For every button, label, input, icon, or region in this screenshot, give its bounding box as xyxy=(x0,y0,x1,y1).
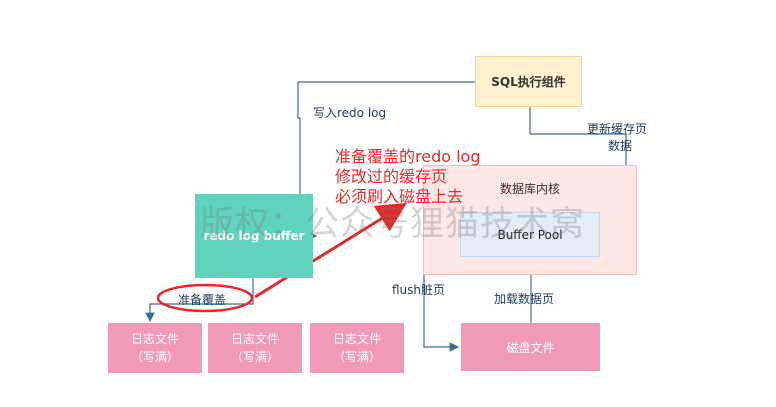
annotation-line: 必须刷入磁盘上去 xyxy=(335,187,464,206)
sql-component-label: SQL执行组件 xyxy=(491,75,566,89)
log-file-label: 日志文件 xyxy=(332,332,381,346)
prepare-overwrite-label: 准备覆盖 xyxy=(178,293,227,307)
write-redo-label: 写入redo log xyxy=(313,106,387,120)
annotation-line: 准备覆盖的redo log xyxy=(335,147,481,166)
sql-component-box: SQL执行组件 xyxy=(475,56,582,107)
log-file-box: 日志文件 （写满） xyxy=(108,323,202,373)
log-file-status: （写满） xyxy=(130,350,179,364)
load-label: 加载数据页 xyxy=(494,292,555,306)
edge-buffer-to-log xyxy=(145,278,254,323)
log-file-status: （写满） xyxy=(230,350,279,364)
log-file-box: 日志文件 （写满） xyxy=(310,323,404,373)
log-file-label: 日志文件 xyxy=(130,332,179,346)
flush-label: flush脏页 xyxy=(392,283,446,297)
kernel-label: 数据库内核 xyxy=(499,182,560,196)
update-cache-label: 更新缓存页 xyxy=(587,122,648,136)
disk-file-label: 磁盘文件 xyxy=(506,340,555,355)
redo-log-buffer-label: redo log buffer xyxy=(203,229,305,243)
disk-file-box: 磁盘文件 xyxy=(461,323,600,371)
buffer-pool-label: Buffer Pool xyxy=(497,227,563,242)
log-file-label: 日志文件 xyxy=(230,332,279,346)
redo-log-buffer-box: redo log buffer xyxy=(195,194,313,278)
highlight-ellipse xyxy=(156,283,254,313)
watermark: 版权：公众号狸猫技术窝 xyxy=(200,204,585,244)
annotation-note: 准备覆盖的redo log 修改过的缓存页 必须刷入磁盘上去 xyxy=(335,147,481,207)
update-cache-label-2: 数据 xyxy=(608,139,633,153)
log-file-box: 日志文件 （写满） xyxy=(208,323,302,373)
annotation-line: 修改过的缓存页 xyxy=(335,167,448,186)
buffer-pool-box: Buffer Pool xyxy=(460,212,600,257)
highlight-arrow xyxy=(254,202,408,299)
log-file-status: （写满） xyxy=(332,350,381,364)
